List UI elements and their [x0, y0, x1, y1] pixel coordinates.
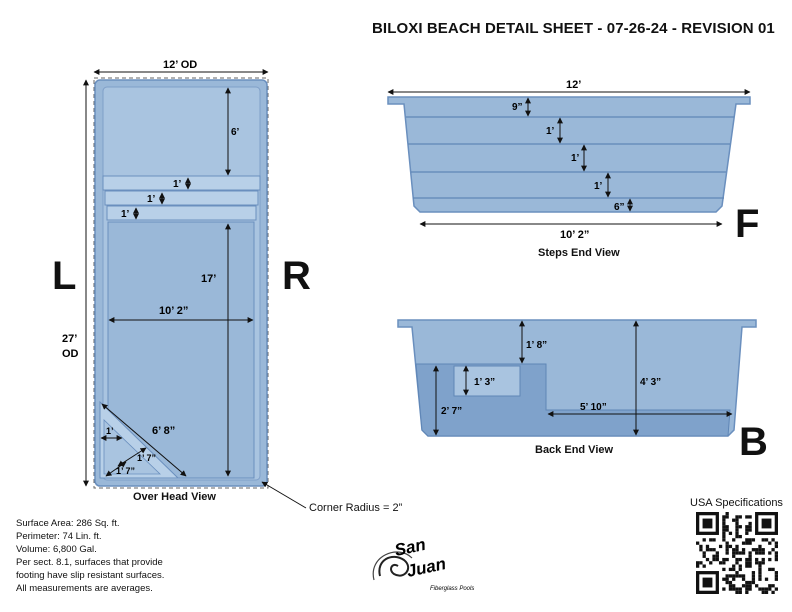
slip-note-line2: footing have slip resistant surfaces.: [16, 570, 165, 581]
dim-width-od: 12’ OD: [163, 59, 197, 71]
dim-1ft3: 1’ 3”: [474, 377, 495, 388]
dim-step3: 1’: [121, 209, 130, 220]
dim-6ft8: 6’ 8”: [152, 425, 175, 437]
dim-line-1ft7-b: [105, 461, 127, 477]
dim-length-od-line2: OD: [62, 348, 79, 360]
dim-6ft: 6’: [231, 127, 240, 138]
slip-note-line1: Per sect. 8.1, surfaces that provide: [16, 557, 163, 568]
dim-step1: 1’: [173, 179, 182, 190]
overhead-view-label: Over Head View: [133, 491, 216, 503]
dim-1ft8: 1’ 8”: [526, 340, 547, 351]
surface-area: Surface Area: 286 Sq. ft.: [16, 518, 120, 529]
corner-radius-label: Corner Radius = 2”: [309, 502, 403, 514]
usa-specifications-label: USA Specifications: [690, 497, 783, 509]
left-side-letter: L: [52, 254, 77, 298]
steps-end-view: 12’ 9” 1’ 1’ 1’ 6” 10’ 2”: [387, 79, 751, 241]
dim-length-od-line1: 27’: [62, 333, 77, 345]
logo-tagline: Fiberglass Pools: [430, 586, 474, 592]
dim-9in: 9”: [512, 102, 523, 113]
qr-code[interactable]: [696, 512, 778, 594]
overhead-view: 12’ OD 27’ OD 6’ 1’ 1’ 1’ 17’ 10’ 2” 6’ …: [62, 59, 307, 509]
dim-1ft-b: 1’: [571, 153, 580, 164]
dim-2ft7: 2’ 7”: [441, 406, 462, 417]
dim-5ft10: 5’ 10”: [580, 402, 607, 413]
perimeter: Perimeter: 74 Lin. ft.: [16, 531, 102, 542]
back-end-view: 1’ 8” 1’ 3” 4’ 3” 2’ 7” 5’ 10”: [397, 319, 757, 437]
overhead-step-2: [104, 190, 259, 206]
sheet-title: BILOXI BEACH DETAIL SHEET - 07-26-24 - R…: [372, 20, 775, 37]
logo-swirl-2: [372, 551, 413, 581]
steps-end-view-label: Steps End View: [538, 247, 620, 259]
dim-1ft7-b: 1’ 7”: [116, 466, 135, 476]
overhead-od-outline: [93, 77, 269, 489]
dim-1ft7-a: 1’ 7”: [137, 453, 156, 463]
dim-line-6ft8: [101, 403, 187, 477]
specifications-block: Surface Area: 286 Sq. ft. Perimeter: 74 …: [16, 517, 216, 595]
corner-radius-leader: [261, 481, 307, 509]
dim-1ft: 1’: [106, 426, 114, 436]
dim-1ft-c: 1’: [594, 181, 603, 192]
dim-4ft3: 4’ 3”: [640, 377, 661, 388]
volume: Volume: 6,800 Gal.: [16, 544, 97, 555]
steps-end-letter: F: [735, 202, 760, 246]
back-end-view-label: Back End View: [535, 444, 614, 456]
dim-step2: 1’: [147, 194, 156, 205]
dim-12ft: 12’: [566, 79, 581, 91]
steps-end-shell: [387, 96, 751, 213]
dim-10ft2: 10’ 2”: [159, 305, 188, 317]
back-end-letter: B: [739, 420, 768, 464]
overhead-step-1: [102, 175, 261, 191]
dim-1ft-a: 1’: [546, 126, 555, 137]
dim-6in: 6”: [614, 202, 625, 213]
logo-swirl: [378, 555, 410, 577]
logo-line1: San: [393, 535, 427, 560]
overhead-step-3: [106, 205, 257, 221]
dim-17ft: 17’: [201, 273, 216, 285]
dim-steps-bottom: 10’ 2”: [560, 229, 589, 241]
right-side-letter: R: [282, 254, 311, 298]
slip-note-line3: All measurements are averages.: [16, 583, 153, 594]
san-juan-logo: San Juan Fiberglass Pools: [372, 535, 474, 592]
